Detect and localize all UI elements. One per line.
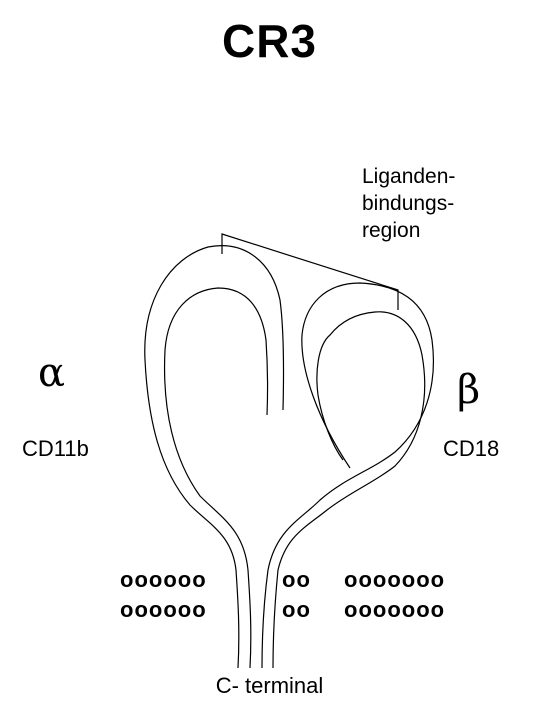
- membrane-right: ooooooo ooooooo: [344, 565, 445, 625]
- membrane-left-row-2: oooooo: [120, 595, 207, 625]
- c-terminal-label: C- terminal: [0, 672, 539, 699]
- membrane-middle: oo oo: [282, 565, 311, 625]
- membrane-right-row-2: ooooooo: [344, 595, 445, 625]
- membrane-right-row-1: ooooooo: [344, 565, 445, 595]
- membrane-left-row-1: oooooo: [120, 565, 207, 595]
- membrane-middle-row-1: oo: [282, 565, 311, 595]
- membrane-left: oooooo oooooo: [120, 565, 207, 625]
- membrane-middle-row-2: oo: [282, 595, 311, 625]
